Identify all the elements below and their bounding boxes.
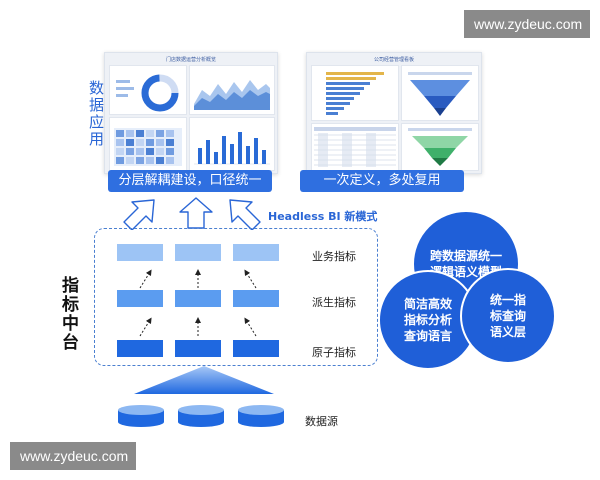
heatmap-chart — [114, 128, 182, 166]
database-icon — [178, 405, 224, 427]
bar-chart-panel — [189, 117, 275, 171]
funnel-panel-green — [401, 123, 479, 171]
circle-text-query-language: 简洁高效指标分析查询语言 — [403, 296, 452, 344]
watermark-bottom: www.zydeuc.com — [10, 442, 136, 470]
business-metric-block — [233, 244, 279, 261]
metrics-layer-container — [94, 228, 378, 366]
atomic-metric-block — [233, 340, 279, 357]
area-chart — [194, 80, 270, 110]
store-operations-dashboard-thumbnail: 门店数据运营分析概览 — [104, 52, 278, 174]
derived-metrics-label: 派生指标 — [312, 296, 356, 309]
database-icon — [118, 405, 164, 427]
headless-bi-tag: Headless BI 新模式 — [268, 210, 378, 223]
funnel-chart-green — [408, 128, 472, 166]
funnel-panel-blue — [401, 65, 479, 121]
business-metrics-label: 业务指标 — [312, 250, 356, 263]
arrow-atomic-to-derived — [244, 317, 257, 337]
arrow-up-right-icon — [229, 199, 261, 230]
hbar-chart-panel — [311, 65, 399, 121]
horizontal-bar-chart — [326, 72, 384, 115]
arrow-atomic-to-derived — [139, 317, 152, 337]
donut-chart — [116, 74, 179, 112]
business-metric-block — [117, 244, 163, 261]
heatmap-panel — [109, 117, 187, 171]
data-table-panel — [311, 123, 399, 171]
atomic-metric-block — [117, 340, 163, 357]
banner-define-once-reuse: 一次定义，多处复用 — [300, 170, 464, 192]
area-chart-panel — [189, 65, 275, 115]
derived-metric-block — [175, 290, 221, 307]
data-application-label: 数据应用 — [87, 80, 105, 148]
business-metric-block — [175, 244, 221, 261]
derived-metric-block — [117, 290, 163, 307]
watermark-top: www.zydeuc.com — [464, 10, 590, 38]
company-management-dashboard-thumbnail: 公司经营管理看板 — [306, 52, 482, 174]
circle-text-semantic-layer: 统一指标查询语义层 — [489, 292, 526, 340]
dashboard-title-right: 公司经营管理看板 — [373, 57, 414, 63]
arrow-up-icon — [179, 197, 213, 229]
circle-semantic-layer: 统一指标查询语义层 — [460, 268, 556, 364]
arrow-up-left-icon — [123, 199, 155, 230]
bar-chart — [194, 132, 270, 165]
dashboard-title-left: 门店数据运营分析概览 — [165, 57, 216, 63]
banner-layered-decoupling: 分层解耦建设，口径统一 — [108, 170, 272, 192]
layer-connector-arrows — [139, 269, 257, 337]
metrics-middle-platform-label: 指标中台 — [58, 276, 78, 352]
arrow-derived-to-business — [139, 269, 152, 289]
funnel-chart-blue — [408, 72, 472, 116]
data-source-cylinders — [118, 405, 284, 427]
arrow-derived-to-business — [244, 269, 257, 289]
database-icon — [238, 405, 284, 427]
atomic-metric-block — [175, 340, 221, 357]
data-flow-up-arrow — [134, 366, 274, 394]
atomic-metrics-label: 原子指标 — [312, 346, 356, 359]
derived-metric-block — [233, 290, 279, 307]
data-source-label: 数据源 — [305, 415, 338, 428]
output-arrows — [123, 197, 261, 230]
data-table — [314, 127, 396, 167]
donut-chart-panel — [109, 65, 187, 115]
